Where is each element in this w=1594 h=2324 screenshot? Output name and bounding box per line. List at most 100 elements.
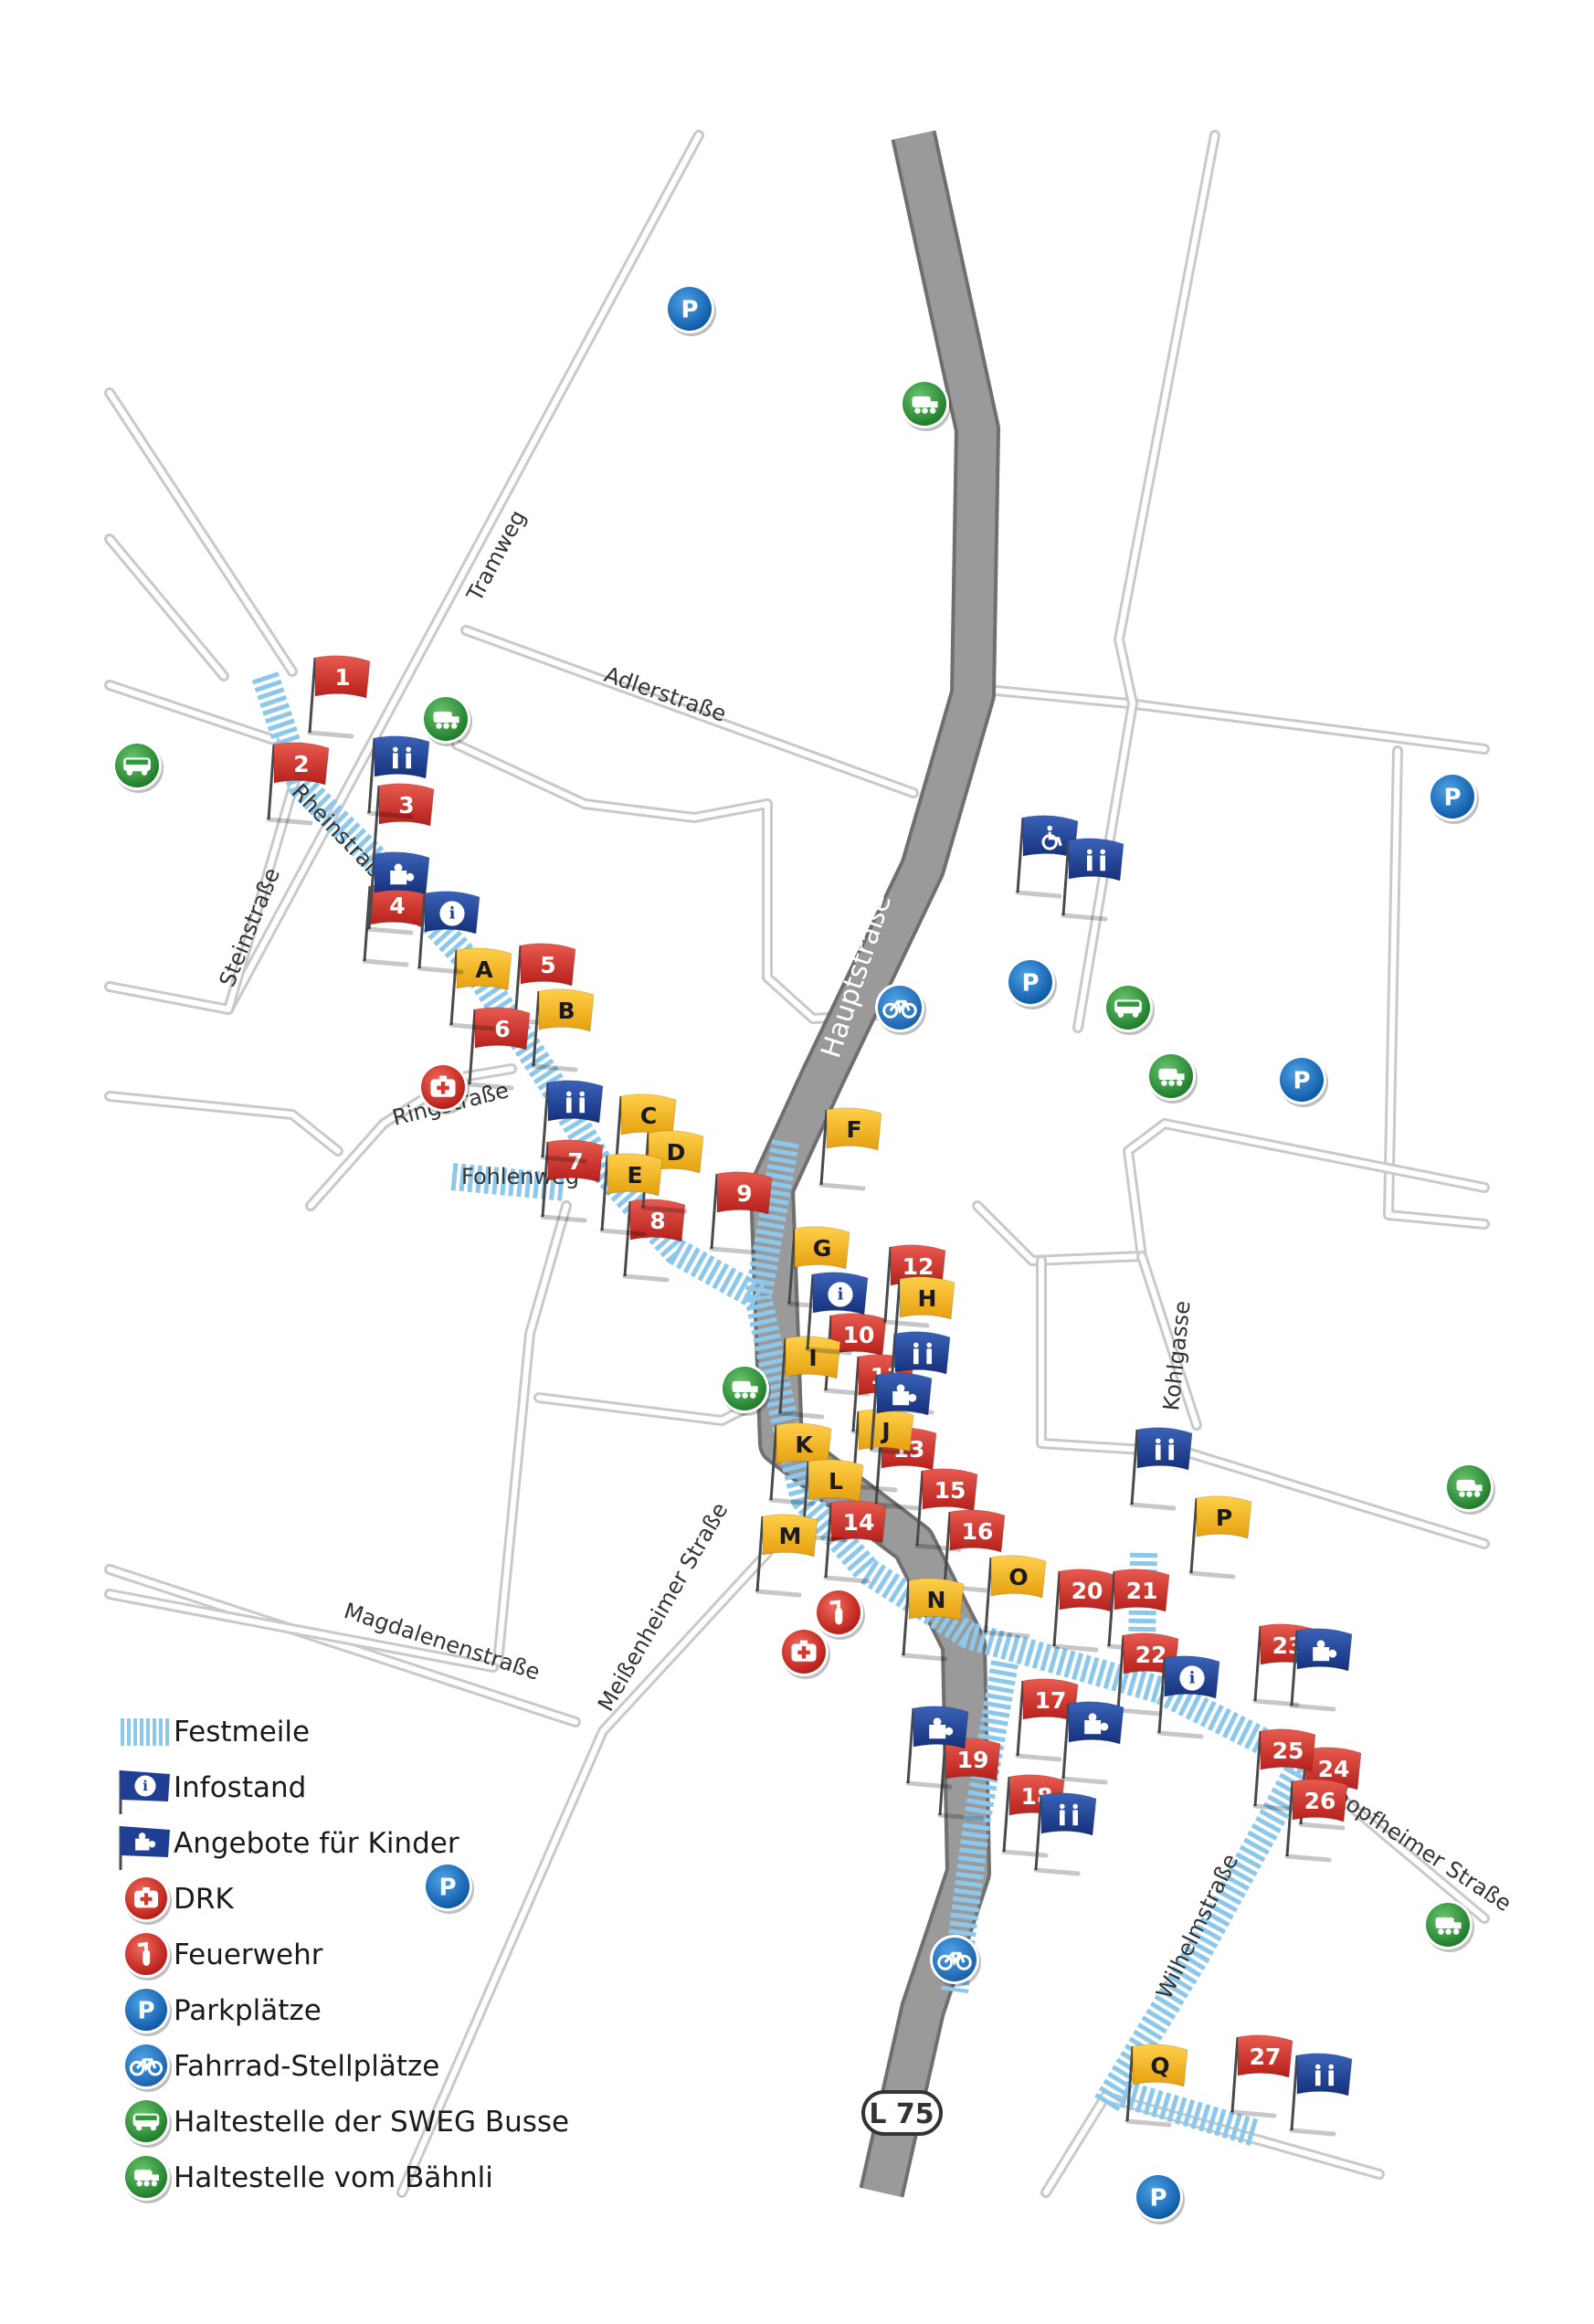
flag-20: 20 xyxy=(1051,1569,1115,1653)
flag-kids-1 xyxy=(366,851,430,935)
flag-21-label: 21 xyxy=(1126,1578,1158,1604)
flag-3: 3 xyxy=(371,783,435,867)
puzzle-icon xyxy=(390,863,415,885)
puzzle-icon xyxy=(1313,1640,1337,1662)
train-icon-1 xyxy=(900,379,951,431)
flag-F-label: F xyxy=(846,1116,861,1143)
flag-D-label: D xyxy=(667,1139,686,1166)
flag-5-label: 5 xyxy=(540,952,555,978)
flag-E: E xyxy=(599,1153,663,1237)
flag-P-label: P xyxy=(1216,1505,1232,1531)
flag-K: K xyxy=(768,1422,832,1506)
flag-8-label: 8 xyxy=(649,1208,665,1234)
first-aid-icon-2 xyxy=(779,1627,830,1679)
info-icon: i xyxy=(1179,1665,1205,1691)
puzzle-icon xyxy=(892,1384,917,1406)
flag-toilets-7 xyxy=(1289,2053,1353,2137)
bicycle-icon-2 xyxy=(930,1935,981,1987)
first-aid-icon xyxy=(122,1875,172,1925)
train-icon-4 xyxy=(720,1364,771,1416)
legend-item-7: Fahrrad-Stellplätze xyxy=(122,2042,439,2092)
flag-12: 12 xyxy=(882,1244,946,1328)
parking-icon-2: P xyxy=(1428,772,1479,824)
festmeile-icon xyxy=(121,1718,169,1746)
festmeile-south xyxy=(941,1660,1019,1993)
parking-icon-letter: P xyxy=(1149,2185,1166,2213)
parking-icon-letter: P xyxy=(1293,1068,1310,1095)
festmeile-haupt-north xyxy=(744,1139,799,1429)
train-icon-3 xyxy=(1146,1051,1198,1104)
parking-icon-3: P xyxy=(1006,957,1057,1009)
flag-3-label: 3 xyxy=(398,792,414,819)
flag-19-label: 19 xyxy=(957,1747,989,1773)
festmeile-rheinstrasse xyxy=(251,671,765,1310)
flag-19: 19 xyxy=(937,1738,1001,1822)
legend-item-3: Angebote für Kinder xyxy=(119,1826,459,1870)
flag-7: 7 xyxy=(540,1139,604,1223)
flags: 1234567891011121314151617181920212223242… xyxy=(266,655,1362,2137)
bus-icon xyxy=(122,2097,172,2148)
parking-icon-letter: P xyxy=(137,1997,154,2024)
puzzle-icon xyxy=(929,1717,954,1739)
flag-A: A xyxy=(449,947,512,1031)
flag-H-label: H xyxy=(918,1285,937,1312)
flag-kids-4 xyxy=(1061,1701,1124,1785)
legend-label-5: Feuerwehr xyxy=(174,1938,323,1971)
flag-14: 14 xyxy=(823,1500,887,1584)
flag-4: 4 xyxy=(362,883,426,967)
flag-17-label: 17 xyxy=(1035,1687,1067,1714)
flag-15-label: 15 xyxy=(934,1477,966,1504)
flag-M: M xyxy=(755,1514,818,1598)
flag-Q: Q xyxy=(1124,2044,1188,2128)
flag-6: 6 xyxy=(467,1007,531,1091)
flag-N: N xyxy=(901,1578,965,1662)
flag-O: O xyxy=(983,1555,1047,1639)
flag-9: 9 xyxy=(709,1171,773,1255)
toilet-icon xyxy=(393,746,412,769)
flag-I-label: I xyxy=(808,1345,817,1371)
festmeile-fohlenweg xyxy=(450,1163,568,1201)
flag-L: L xyxy=(800,1459,864,1543)
info-icon: i xyxy=(439,901,465,926)
road-east-vertical xyxy=(1383,745,1490,1230)
flag-A-label: A xyxy=(475,956,493,983)
parking-icon-4: P xyxy=(1277,1055,1328,1107)
flag-kids-2 xyxy=(869,1372,933,1456)
label-adlerstrasse: Adlerstraße xyxy=(601,661,729,727)
road-badge-l75: L 75 xyxy=(861,2090,943,2136)
festmeile-wilhelmstrasse xyxy=(1093,1765,1310,2113)
road-east-lower xyxy=(1036,1255,1490,1549)
flag-27-label: 27 xyxy=(1250,2044,1282,2070)
toilet-icon xyxy=(1087,849,1105,872)
toilet-icon xyxy=(913,1342,932,1365)
legend-label-7: Fahrrad-Stellplätze xyxy=(174,2050,439,2083)
legend-label-1: Festmeile xyxy=(174,1716,310,1748)
road-network xyxy=(104,130,1490,2198)
legend-label-4: DRK xyxy=(174,1883,234,1916)
legend-item-9: Haltestelle vom Bähnli xyxy=(122,2153,493,2203)
parking-icon: P xyxy=(122,1986,172,2036)
flag-toilets-2 xyxy=(540,1080,604,1164)
wheelchair-icon xyxy=(1041,825,1062,850)
legend-label-8: Haltestelle der SWEG Busse xyxy=(174,2106,569,2139)
parking-icon-letter: P xyxy=(1443,785,1461,812)
road-mid-vertical xyxy=(492,1200,572,1668)
label-wilhelmstrasse: Wilhelmstraße xyxy=(1151,1850,1243,2003)
flag-G-label: G xyxy=(813,1235,832,1262)
flag-14-label: 14 xyxy=(843,1509,875,1536)
flag-26: 26 xyxy=(1284,1779,1348,1863)
info-icon: i xyxy=(134,1775,156,1797)
bicycle-icon-1 xyxy=(875,983,926,1035)
toilet-icon xyxy=(1156,1438,1174,1461)
toilet-icon xyxy=(1060,1803,1078,1826)
road-badge-l75-text: L 75 xyxy=(869,2098,934,2130)
fire-extinguisher-icon xyxy=(122,1930,172,1981)
info-icon-flag: i xyxy=(119,1770,170,1814)
flag-4-label: 4 xyxy=(389,893,405,919)
train-icon-5 xyxy=(1444,1463,1495,1515)
puzzle-icon-flag xyxy=(119,1826,170,1870)
flag-kids-3 xyxy=(1289,1628,1353,1712)
bus-icon-1 xyxy=(112,741,164,793)
